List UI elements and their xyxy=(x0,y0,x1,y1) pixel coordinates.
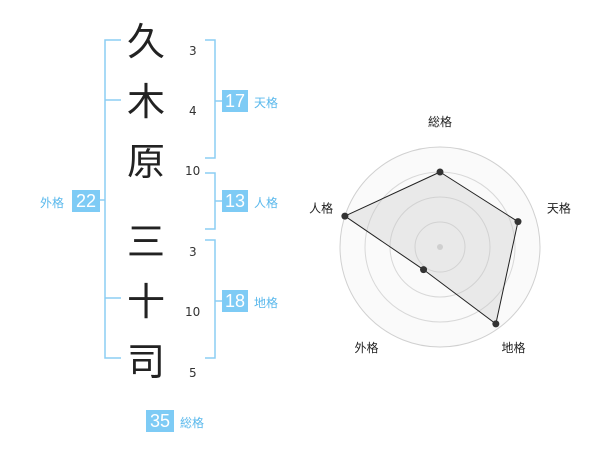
chikaku-label: 地格 xyxy=(254,296,279,310)
radar-axis-label-1: 総格 xyxy=(428,114,452,129)
radar-ring-1 xyxy=(414,221,466,273)
char-3: 原 xyxy=(126,140,165,184)
tenkaku-label: 天格 xyxy=(254,96,279,110)
radar-point-1 xyxy=(436,168,444,176)
stroke-count-3: 10 xyxy=(185,164,201,178)
radar-point-4 xyxy=(420,266,428,274)
char-2: 木 xyxy=(126,80,165,124)
char-5: 十 xyxy=(126,280,165,324)
jinkaku-value: 13 xyxy=(222,190,248,212)
chikaku-bracket xyxy=(205,239,216,359)
gaikaku-bracket xyxy=(104,39,121,359)
tenkaku-value: 17 xyxy=(222,90,248,112)
radar-point-5 xyxy=(341,212,349,220)
radar-axis-label-5: 人格 xyxy=(309,200,333,215)
radar-axis-label-4: 外格 xyxy=(355,340,379,355)
tenkaku-bracket xyxy=(205,39,216,159)
stroke-count-2: 4 xyxy=(189,104,197,118)
radar-center-dot xyxy=(437,244,443,250)
chikaku-value: 18 xyxy=(222,290,248,312)
soukaku-value: 35 xyxy=(146,410,174,432)
char-4: 三 xyxy=(126,220,165,264)
stroke-count-5: 10 xyxy=(185,305,201,319)
stroke-count-1: 3 xyxy=(189,44,197,58)
radar-value-polygon xyxy=(343,171,519,325)
soukaku-label: 総格 xyxy=(180,416,205,430)
stroke-count-4: 3 xyxy=(189,245,197,259)
gaikaku-label: 外格 xyxy=(40,196,65,210)
gaikaku-value: 22 xyxy=(72,190,100,212)
char-1: 久 xyxy=(126,20,165,64)
radar-axis-label-3: 地格 xyxy=(501,340,525,355)
jinkaku-label: 人格 xyxy=(254,196,279,210)
radar-axis-label-2: 天格 xyxy=(547,200,571,215)
char-6: 司 xyxy=(126,340,165,384)
radar-point-2 xyxy=(514,218,522,226)
stroke-count-6: 5 xyxy=(189,366,197,380)
radar-point-3 xyxy=(492,320,500,328)
